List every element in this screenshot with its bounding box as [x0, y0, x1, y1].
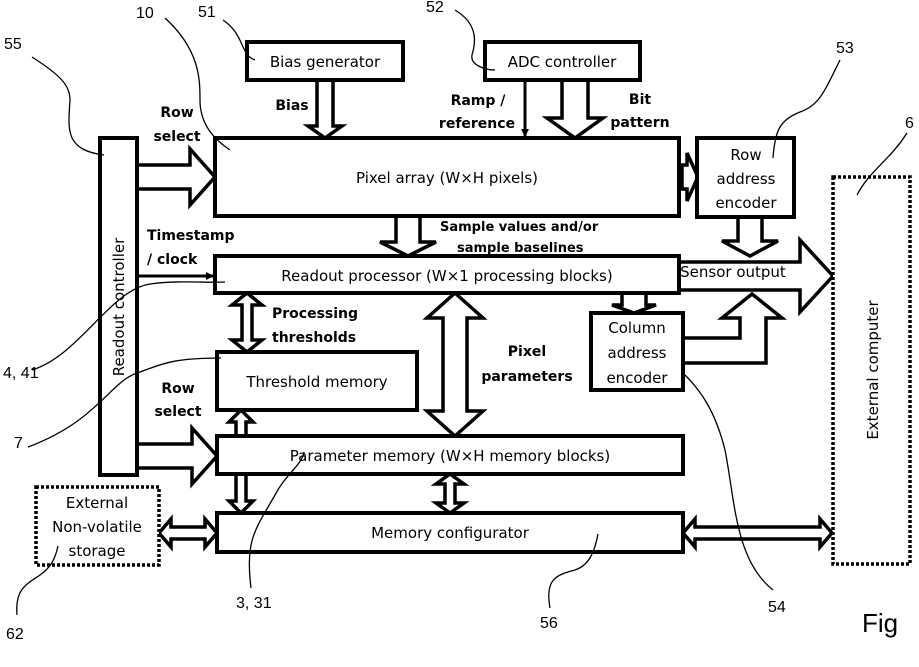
figure-label: Fig — [862, 608, 898, 638]
ref-56: 56 — [540, 615, 558, 632]
row-encoder-to-output-arrow — [721, 215, 779, 258]
ref-3-31: 3, 31 — [236, 595, 272, 612]
leader-62 — [16, 545, 59, 616]
leader-56 — [548, 533, 599, 609]
leader-52 — [454, 9, 496, 71]
pixel-parameters-label-1: Pixel — [508, 344, 546, 360]
row-select-bottom-arrow — [135, 423, 220, 489]
column-encoder-label-1: Column — [608, 319, 665, 337]
column-encoder-label-3: encoder — [606, 369, 668, 387]
external-storage-label-3: storage — [69, 542, 126, 560]
bit-pattern-label-2: pattern — [610, 115, 669, 131]
ref-62: 62 — [6, 626, 24, 643]
ref-4-41: 4, 41 — [3, 365, 39, 382]
pixel-to-row-encoder-arrow — [680, 152, 700, 202]
readout-controller-label: Readout controller — [110, 237, 128, 376]
bias-arrow — [302, 78, 348, 141]
bit-pattern-arrow — [541, 78, 609, 141]
ref-10: 10 — [136, 5, 154, 22]
leader-4-41 — [31, 281, 226, 371]
external-storage-label-1: External — [66, 494, 128, 512]
ramp-label-2: reference — [439, 116, 515, 132]
pixel-parameters-label-2: parameters — [481, 369, 572, 385]
parameter-memory-label: Parameter memory (W×H memory blocks) — [290, 447, 610, 465]
readout-controller-block — [98, 136, 139, 477]
threshold-memory-block — [215, 350, 419, 412]
adc-controller-block — [483, 40, 642, 82]
storage-config-arrow — [156, 514, 220, 552]
processing-thresholds-arrow — [227, 290, 267, 355]
external-storage-label-2: Non-volatile — [52, 518, 142, 536]
processing-thresholds-label-2: thresholds — [272, 330, 356, 346]
processing-thresholds-label-1: Processing — [272, 306, 358, 322]
ref-54: 54 — [768, 599, 786, 616]
ref-7: 7 — [14, 435, 23, 452]
sample-values-label-2: sample baselines — [457, 241, 584, 256]
row-encoder-label-2: address — [717, 170, 776, 188]
row-select-top-label-2: select — [153, 129, 200, 145]
ref-51: 51 — [198, 4, 216, 21]
readout-processor-block — [213, 254, 681, 295]
leader-55 — [31, 56, 105, 156]
leader-54 — [684, 374, 774, 591]
bias-generator-block — [245, 40, 405, 82]
row-select-bottom-label-1: Row — [161, 381, 194, 397]
leader-6 — [856, 132, 908, 196]
leader-53 — [772, 59, 841, 159]
leader-10 — [164, 17, 231, 151]
ref-53: 53 — [836, 40, 854, 57]
pixel-parameters-arrow — [422, 290, 488, 439]
row-select-top-label-1: Row — [160, 105, 193, 121]
ref-55: 55 — [4, 36, 22, 53]
pixel-to-readout-arrow — [379, 214, 437, 258]
threshold-memory-label: Threshold memory — [245, 373, 387, 391]
sample-values-label-1: Sample values and/or — [440, 220, 599, 235]
bias-signal-label: Bias — [275, 98, 308, 114]
memory-configurator-label: Memory configurator — [371, 524, 530, 542]
readout-to-column-arrow — [611, 291, 657, 315]
bias-generator-label: Bias generator — [270, 53, 381, 71]
memory-configurator-block — [215, 511, 685, 554]
ref-52: 52 — [426, 0, 444, 16]
sensor-output-arrow — [677, 235, 836, 317]
timestamp-label-1: Timestamp — [147, 228, 235, 244]
leader-51 — [222, 19, 256, 61]
row-encoder-label-1: Row — [730, 146, 761, 164]
row-address-encoder-block — [695, 136, 796, 219]
param-config-arrow — [430, 471, 470, 516]
external-computer-label: External computer — [864, 299, 882, 439]
ref-6: 6 — [905, 115, 914, 132]
pixel-array-label: Pixel array (W×H pixels) — [356, 169, 538, 187]
adc-controller-label: ADC controller — [508, 53, 617, 71]
pixel-array-block — [213, 136, 681, 218]
row-encoder-label-3: encoder — [715, 194, 777, 212]
sensor-output-label: Sensor output — [680, 263, 786, 281]
column-encoder-label-2: address — [608, 344, 667, 362]
readout-processor-label: Readout processor (W×1 processing blocks… — [281, 267, 612, 285]
row-select-bottom-label-2: select — [154, 404, 201, 420]
column-address-encoder-block — [589, 311, 685, 392]
timestamp-label-2: / clock — [147, 252, 198, 268]
bit-pattern-label-1: Bit — [629, 92, 651, 108]
config-computer-arrow — [680, 514, 835, 552]
leader-3-31 — [248, 451, 305, 589]
column-to-output-arrow — [681, 291, 787, 365]
row-select-top-arrow — [135, 144, 218, 210]
external-computer-block — [831, 175, 912, 566]
ramp-label-1: Ramp / — [451, 93, 507, 109]
leader-7 — [27, 357, 222, 448]
